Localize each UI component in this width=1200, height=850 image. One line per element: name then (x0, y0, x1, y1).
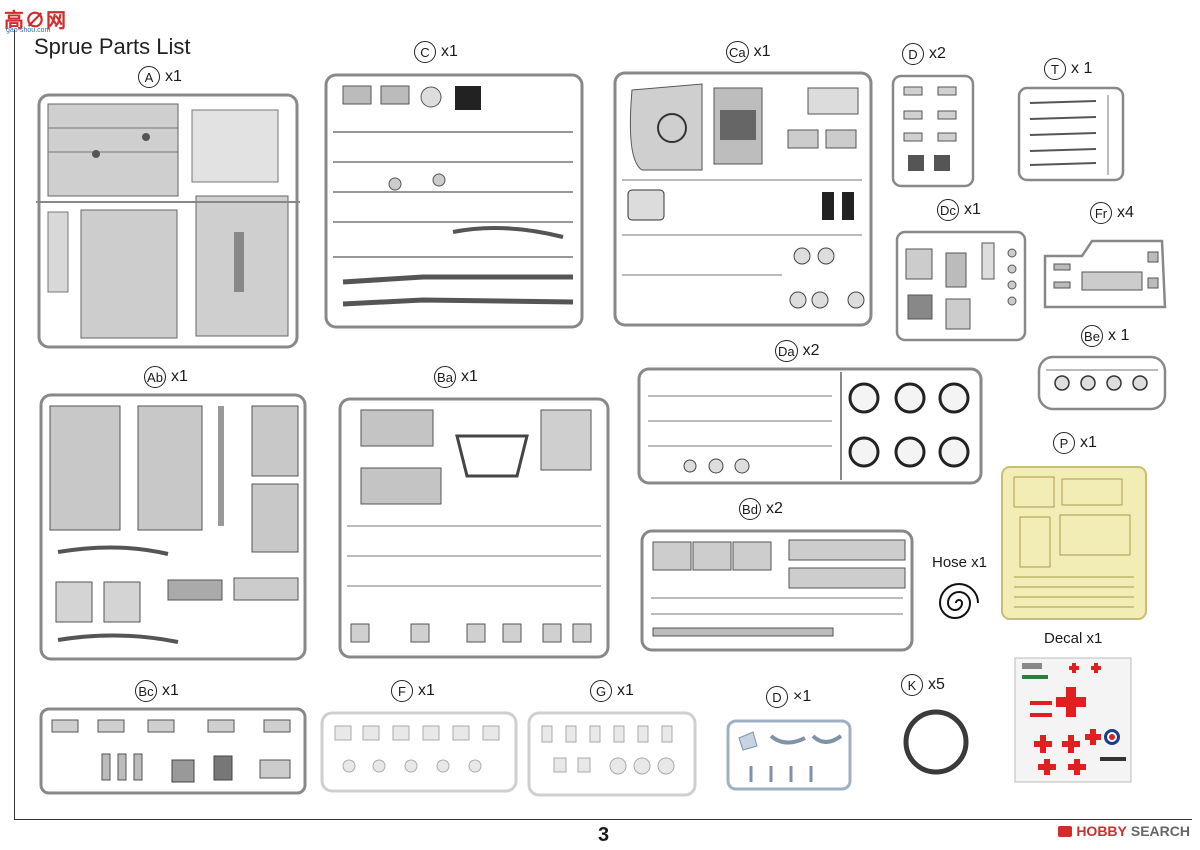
sprue-code-badge: P (1053, 432, 1075, 454)
sprue-qty: x4 (1117, 204, 1134, 221)
label-sprue-dc: Dc x1 (937, 199, 981, 221)
sprue-ca-frame (612, 70, 874, 328)
sprue-da-frame (636, 366, 984, 486)
sprue-d-small-frame (725, 718, 853, 792)
label-sprue-d-small: D ×1 (766, 686, 811, 708)
sprue-ba-frame (337, 396, 611, 660)
sprue-code-badge: K (901, 674, 923, 696)
sprue-qty: x5 (928, 676, 945, 693)
sprue-t-frame (1016, 85, 1126, 183)
sprue-qty: x1 (461, 368, 478, 385)
page-frame (14, 30, 1192, 820)
sprue-code-badge: Bc (135, 680, 157, 702)
sprue-qty: x1 (617, 682, 634, 699)
hobby-search-logo: HOBBY SEARCH (1058, 823, 1190, 839)
sprue-qty: x1 (418, 682, 435, 699)
sprue-code-badge: Dc (937, 199, 959, 221)
sprue-code-badge: D (902, 43, 924, 65)
label-sprue-bd: Bd x2 (739, 498, 783, 520)
sprue-code-badge: D (766, 686, 788, 708)
hobby-search-prefix: HOBBY (1076, 823, 1127, 839)
sprue-code-badge: Ba (434, 366, 456, 388)
sprue-code-badge: Fr (1090, 202, 1112, 224)
sprue-code-badge: C (414, 41, 436, 63)
sprue-k-ring (900, 706, 972, 778)
sprue-be-frame (1036, 354, 1168, 412)
sprue-code-badge: Be (1081, 325, 1103, 347)
watermark-url: gao-shou.com (6, 27, 51, 34)
sprue-code-badge: G (590, 680, 612, 702)
sprue-code-badge: Ab (144, 366, 166, 388)
sprue-bd-frame (639, 528, 915, 653)
sprue-qty: x1 (165, 68, 182, 85)
sprue-c-frame (323, 72, 585, 330)
sprue-code-badge: Ca (726, 41, 749, 63)
sprue-qty: x1 (964, 201, 981, 218)
sprue-fr-frame (1042, 238, 1168, 310)
sprue-g-frame (526, 710, 698, 798)
watermark-logo: 高∅网 gao-shou.com (4, 4, 74, 34)
sprue-qty: x2 (766, 500, 783, 517)
sprue-qty: x1 (1080, 434, 1097, 451)
label-sprue-ab: Ab x1 (144, 366, 188, 388)
sprue-qty: x2 (929, 45, 946, 62)
sprue-code-badge: F (391, 680, 413, 702)
sprue-code-badge: Da (775, 340, 798, 362)
hose-coil (930, 578, 988, 628)
watermark-text: 高∅网 (4, 10, 67, 32)
sprue-code-badge: T (1044, 58, 1066, 80)
sprue-code-badge: Bd (739, 498, 761, 520)
sprue-qty: x1 (753, 43, 771, 60)
label-sprue-ba: Ba x1 (434, 366, 478, 388)
sprue-qty: x 1 (1071, 60, 1093, 77)
sprue-ab-frame (38, 392, 308, 662)
sprue-dc-frame (894, 229, 1028, 343)
sprue-qty: ×1 (793, 688, 812, 705)
page-number: 3 (598, 824, 610, 846)
sprue-qty: x1 (162, 682, 179, 699)
hobby-search-suffix: SEARCH (1130, 823, 1190, 839)
hobby-search-badge-icon (1058, 825, 1073, 837)
sprue-qty: x 1 (1108, 327, 1130, 344)
sprue-qty: x1 (441, 43, 458, 60)
sprue-qty: x2 (802, 342, 820, 359)
sprue-bc-frame (38, 706, 308, 796)
sprue-qty: x1 (171, 368, 188, 385)
label-sprue-fr: Fr x4 (1090, 202, 1134, 224)
page-title: Sprue Parts List (34, 34, 191, 59)
label-sprue-be: Be x 1 (1081, 325, 1129, 347)
hose-label: Hose x1 (932, 554, 988, 571)
sprue-d-frame (890, 73, 976, 189)
sprue-a-frame (36, 92, 300, 350)
sprue-f-frame (319, 710, 519, 794)
sprue-p-photo-etch (1000, 465, 1148, 621)
decal-sheet (1014, 657, 1132, 783)
decal-label: Decal x1 (1044, 630, 1103, 647)
sprue-code-badge: A (138, 66, 160, 88)
label-sprue-bc: Bc x1 (135, 680, 179, 702)
